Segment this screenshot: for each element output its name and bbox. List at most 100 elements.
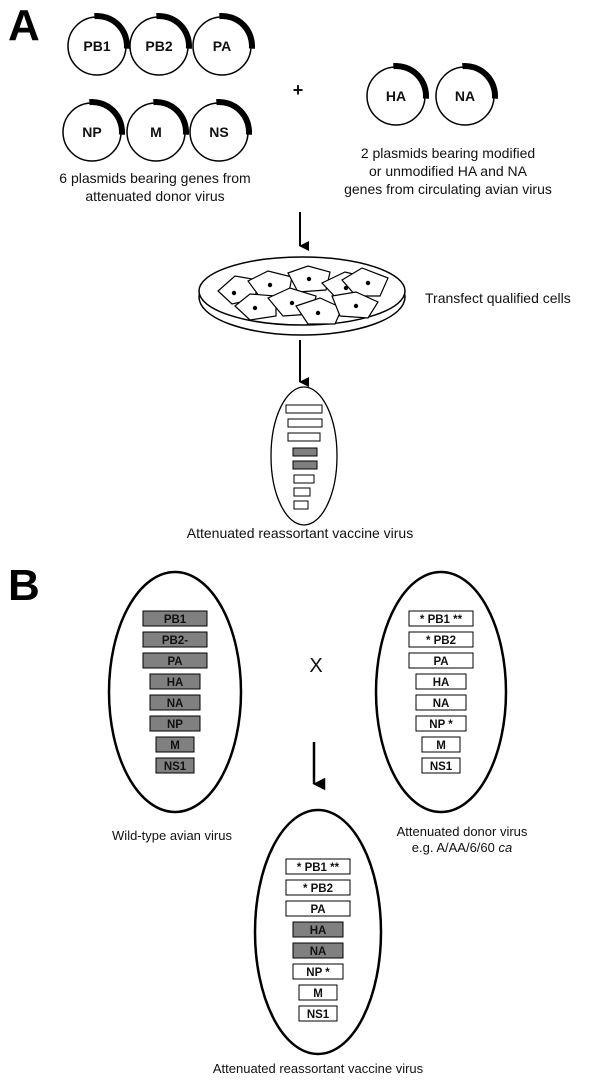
virus-segment bbox=[293, 500, 309, 510]
virus-segment bbox=[293, 487, 311, 497]
segment-pa: PA bbox=[142, 652, 208, 669]
plasmid-label: M bbox=[150, 124, 162, 140]
svg-text:M: M bbox=[170, 740, 180, 752]
segment-pb2: * PB2 bbox=[408, 631, 474, 648]
plasmid-label: PB2 bbox=[145, 38, 172, 54]
segment-pb2: PB2- bbox=[142, 631, 208, 648]
segment-na: NA bbox=[149, 694, 201, 711]
avian-plasmids-caption-line1: 2 plasmids bearing modified bbox=[361, 145, 535, 161]
segment-ha: HA bbox=[292, 921, 344, 938]
donor-strain: e.g. A/AA/6/60 bbox=[412, 840, 499, 855]
plasmid-insert-arc bbox=[462, 63, 498, 99]
virus-segment bbox=[292, 460, 318, 470]
svg-text:* PB1 **: * PB1 ** bbox=[297, 862, 340, 874]
plus-sign: + bbox=[293, 80, 304, 100]
transfect-label: Transfect qualified cells bbox=[425, 290, 571, 306]
svg-text:NP: NP bbox=[167, 719, 183, 731]
plasmid-insert-arc bbox=[153, 99, 189, 135]
plasmid-np: NP bbox=[62, 99, 125, 162]
plasmid-label: NP bbox=[82, 124, 101, 140]
plasmid-m: M bbox=[126, 99, 189, 162]
donor-strain-ca: ca bbox=[499, 840, 513, 855]
segment-ns1: NS1 bbox=[298, 1005, 338, 1022]
segment-pb1: PB1 bbox=[142, 610, 208, 627]
segment-ns1: NS1 bbox=[155, 757, 195, 774]
plasmid-insert-arc bbox=[89, 99, 125, 135]
svg-text:HA: HA bbox=[433, 677, 450, 689]
svg-text:NA: NA bbox=[310, 946, 327, 958]
plasmid-group: PB1 PB2 PA NP M NS HA NA bbox=[62, 13, 498, 162]
svg-text:HA: HA bbox=[167, 677, 184, 689]
avian-plasmids-caption-line3: genes from circulating avian virus bbox=[344, 181, 552, 197]
svg-text:M: M bbox=[313, 988, 323, 1000]
segment-pa: PA bbox=[285, 900, 351, 917]
virus-a-segments bbox=[285, 404, 323, 510]
segment-ha: HA bbox=[149, 673, 201, 690]
plasmid-ns: NS bbox=[189, 99, 252, 162]
svg-text:NS1: NS1 bbox=[164, 761, 187, 773]
plasmid-ha: HA bbox=[366, 63, 429, 126]
segment-pa: PA bbox=[408, 652, 474, 669]
plasmid-insert-arc bbox=[393, 63, 429, 99]
virus-segment bbox=[287, 418, 323, 428]
reassortant-caption-b: Attenuated reassortant vaccine virus bbox=[213, 1061, 424, 1076]
svg-text:NA: NA bbox=[167, 698, 184, 710]
virus-segment bbox=[287, 432, 321, 442]
svg-text:NS1: NS1 bbox=[307, 1009, 330, 1021]
virus-segment bbox=[293, 474, 315, 484]
segment-ns1: NS1 bbox=[421, 757, 461, 774]
donor-caption-line1: Attenuated donor virus bbox=[397, 824, 528, 839]
reassortant-label-a: Attenuated reassortant vaccine virus bbox=[187, 525, 413, 541]
plasmid-insert-arc bbox=[94, 13, 130, 49]
avian-plasmids-caption-line2: or unmodified HA and NA bbox=[369, 163, 528, 179]
cross-symbol: X bbox=[309, 655, 322, 677]
svg-text:NP *: NP * bbox=[306, 967, 330, 979]
panel-b-letter: B bbox=[8, 561, 40, 610]
svg-text:PA: PA bbox=[167, 656, 182, 668]
svg-text:M: M bbox=[436, 740, 446, 752]
plasmid-label: NS bbox=[209, 124, 228, 140]
petri-dish bbox=[198, 256, 406, 336]
plasmid-na: NA bbox=[435, 63, 498, 126]
svg-text:NP *: NP * bbox=[429, 719, 453, 731]
virus-segment bbox=[292, 447, 318, 457]
segment-pb2: * PB2 bbox=[285, 879, 351, 896]
segment-pb1: * PB1 ** bbox=[285, 858, 351, 875]
plasmid-pb1: PB1 bbox=[67, 13, 130, 76]
segment-np: NP * bbox=[292, 963, 344, 980]
segment-ha: HA bbox=[415, 673, 467, 690]
svg-text:NA: NA bbox=[433, 698, 450, 710]
segment-np: NP bbox=[149, 715, 201, 732]
segment-na: NA bbox=[415, 694, 467, 711]
segment-np: NP * bbox=[415, 715, 467, 732]
svg-text:* PB1 **: * PB1 ** bbox=[420, 614, 463, 626]
virus-segment bbox=[285, 404, 323, 414]
segment-m: M bbox=[298, 984, 338, 1001]
svg-text:* PB2: * PB2 bbox=[303, 883, 333, 895]
plasmid-pb2: PB2 bbox=[129, 13, 192, 76]
svg-text:PB1: PB1 bbox=[164, 614, 187, 626]
segment-pb1: * PB1 ** bbox=[408, 610, 474, 627]
svg-text:PB2-: PB2- bbox=[162, 635, 188, 647]
svg-text:HA: HA bbox=[310, 925, 327, 937]
donor-virus bbox=[374, 570, 508, 814]
wild-type-caption: Wild-type avian virus bbox=[112, 828, 232, 843]
donor-caption-line2: e.g. A/AA/6/60 ca bbox=[412, 840, 512, 855]
plasmid-label: PA bbox=[213, 38, 231, 54]
plasmid-insert-arc bbox=[156, 13, 192, 49]
segment-m: M bbox=[155, 736, 195, 753]
panel-a-letter: A bbox=[8, 1, 40, 50]
svg-text:* PB2: * PB2 bbox=[426, 635, 456, 647]
svg-text:NS1: NS1 bbox=[430, 761, 453, 773]
donor-plasmids-caption-line1: 6 plasmids bearing genes from bbox=[59, 170, 250, 186]
wild-type-virus bbox=[107, 570, 243, 814]
donor-plasmids-caption-line2: attenuated donor virus bbox=[85, 188, 224, 204]
plasmid-label: HA bbox=[386, 88, 406, 104]
plasmid-insert-arc bbox=[219, 13, 255, 49]
svg-text:PA: PA bbox=[310, 904, 325, 916]
svg-text:PA: PA bbox=[433, 656, 448, 668]
plasmid-label: PB1 bbox=[83, 38, 110, 54]
